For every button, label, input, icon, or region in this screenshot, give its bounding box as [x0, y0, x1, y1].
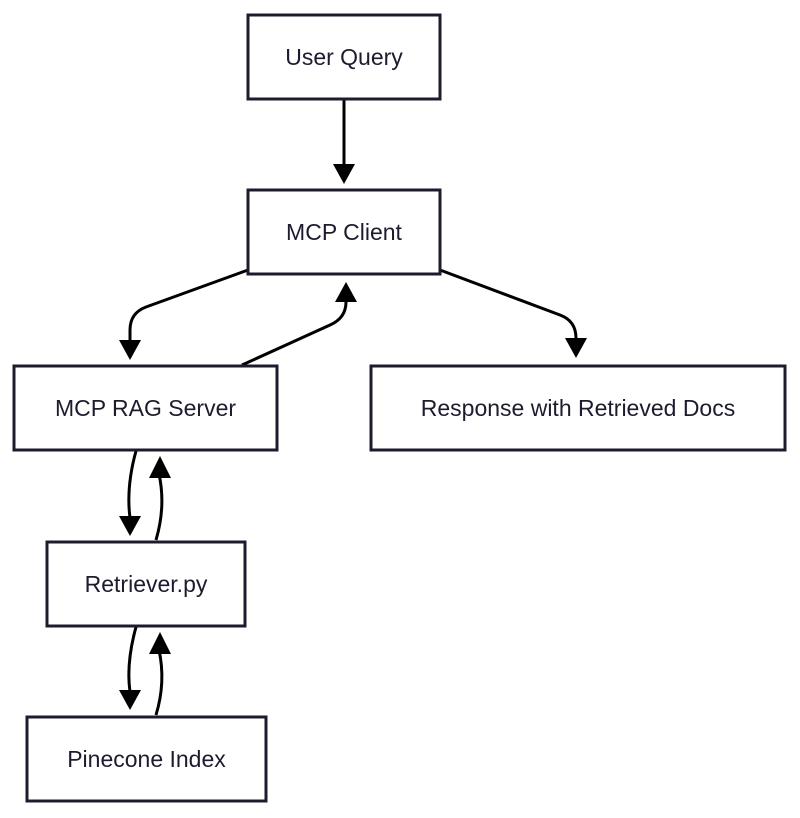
- arrowhead-into-mcp-client-top: [333, 164, 355, 184]
- node-mcp-rag-server: MCP RAG Server: [12, 364, 279, 452]
- arrowhead-into-retriever-from-index: [149, 632, 171, 654]
- node-user-query: User Query: [246, 13, 442, 101]
- node-pinecone-index: Pinecone Index: [25, 715, 268, 803]
- node-retriever-box: [45, 540, 247, 628]
- node-mcp-client-box: [246, 188, 442, 276]
- edge-mcp-client-to-response: [439, 268, 578, 340]
- node-retriever-label: Retriever.py: [85, 571, 208, 597]
- edge-mcp-client-to-mcp-rag-server: [128, 268, 249, 342]
- node-mcp-rag-server-box: [12, 364, 279, 452]
- node-pinecone-index-label: Pinecone Index: [67, 746, 226, 772]
- edge-mcp-rag-server-to-mcp-client: [241, 300, 348, 367]
- node-response-label: Response with Retrieved Docs: [421, 395, 735, 421]
- arrowhead-into-mcp-rag-server: [119, 340, 141, 360]
- edge-mcp-rag-server-to-retriever: [127, 450, 138, 519]
- node-user-query-label: User Query: [285, 44, 403, 70]
- node-user-query-box: [246, 13, 442, 101]
- edge-retriever-to-pinecone-index: [127, 626, 138, 693]
- node-pinecone-index-box: [25, 715, 268, 803]
- node-mcp-client: MCP Client: [246, 188, 442, 276]
- arrowhead-into-response: [565, 338, 587, 358]
- node-mcp-client-label: MCP Client: [286, 219, 402, 245]
- arrowhead-into-mcp-client-bottom: [335, 282, 357, 302]
- node-response: Response with Retrieved Docs: [369, 364, 787, 452]
- edge-pinecone-index-to-retriever: [154, 649, 164, 716]
- edge-retriever-to-mcp-rag-server: [154, 473, 164, 541]
- arrowhead-into-mcp-rag-server-bottom: [149, 456, 171, 478]
- arrowhead-into-retriever-from-server: [119, 516, 141, 536]
- edges: [119, 99, 587, 716]
- node-response-box: [369, 364, 787, 452]
- node-retriever: Retriever.py: [45, 540, 247, 628]
- node-mcp-rag-server-label: MCP RAG Server: [55, 395, 236, 421]
- arrowhead-into-pinecone-index: [119, 690, 141, 710]
